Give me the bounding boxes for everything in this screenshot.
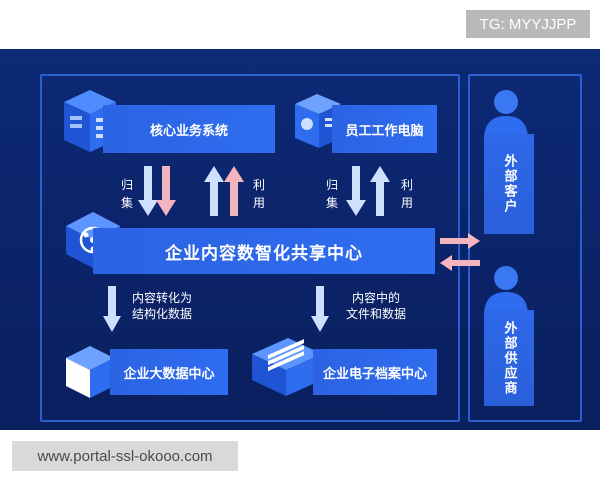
watermark-bottom: www.portal-ssl-okooo.com [12,441,238,471]
employee-computer-box: 员工工作电脑 [332,105,437,153]
right-down-arrow [311,286,329,332]
right-collect-label: 归集 [325,178,338,210]
watermark-top: TG: MYYJJPP [466,10,590,38]
left-collect-arrows [138,166,176,216]
core-business-system-label: 核心业务系统 [149,123,228,139]
left-down-arrow [103,286,121,332]
big-data-center-label: 企业大数据中心 [123,366,215,382]
convert-structured-text: 内容转化为 结构化数据 [132,291,193,321]
big-data-center-box: 企业大数据中心 [110,349,228,395]
data-cube-icon [60,340,120,402]
archive-center-box: 企业电子档案中心 [313,349,437,395]
left-collect-label: 归集 [120,178,133,210]
right-collect-arrow [346,166,366,216]
external-exchange-arrows [440,233,480,271]
external-supplier-box: 外部供应商 [484,310,534,406]
external-customer-label: 外部客户 [501,154,517,214]
left-use-arrows [204,166,244,216]
internal-systems-frame [40,74,460,422]
files-and-data-text: 内容中的 文件和数据 [346,291,407,321]
right-use-label: 利用 [400,178,413,210]
external-customer-box: 外部客户 [484,134,534,234]
external-supplier-label: 外部供应商 [501,320,517,396]
right-use-arrow [370,166,390,216]
content-sharing-center-box: 企业内容数智化共享中心 [93,228,435,274]
archive-center-label: 企业电子档案中心 [322,366,427,382]
core-business-system-box: 核心业务系统 [103,105,275,153]
content-sharing-center-label: 企业内容数智化共享中心 [165,243,363,264]
employee-computer-label: 员工工作电脑 [345,123,424,139]
left-use-label: 利用 [252,178,265,210]
